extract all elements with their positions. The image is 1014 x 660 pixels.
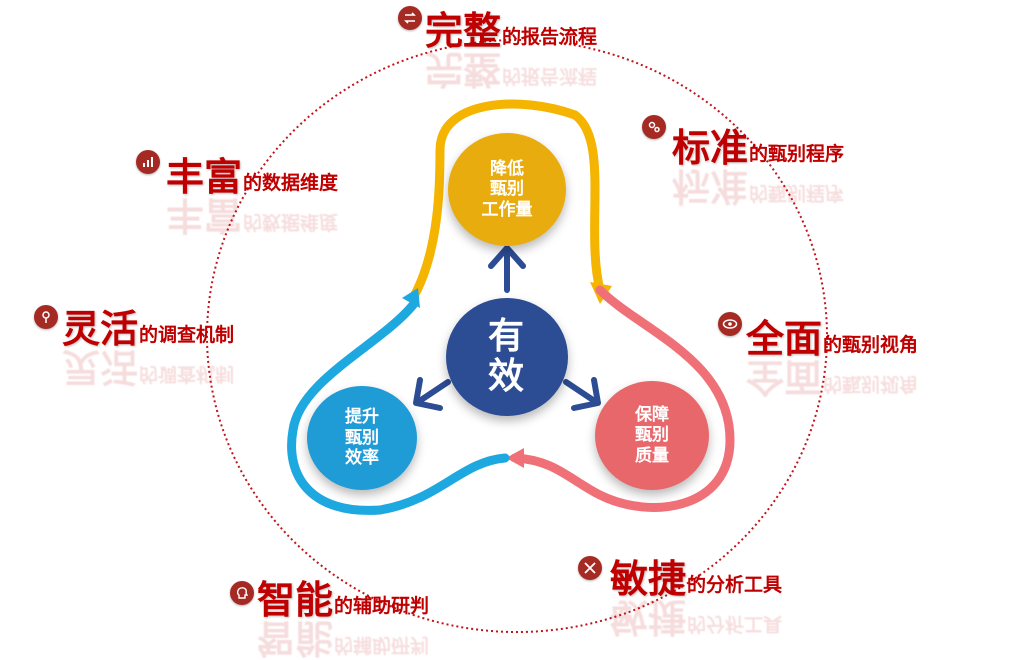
feature-big-text: 丰富 xyxy=(166,155,243,199)
blue-flow-arrow xyxy=(287,300,510,515)
yellow-flow-arrow xyxy=(408,99,605,303)
red-arrowhead xyxy=(506,448,524,468)
feature-standard: 标准 的甄别程序 xyxy=(672,129,844,167)
feature-big-text: 标准 xyxy=(672,126,749,170)
node-text: 甄别 xyxy=(490,179,524,200)
node-text: 降低 xyxy=(490,158,524,179)
exchange-icon xyxy=(398,6,422,30)
feature-flexible: 灵活 的调查机制 xyxy=(62,310,234,348)
magnifier-icon xyxy=(34,305,58,329)
outer-dotted-ring xyxy=(206,39,828,633)
node-text: 质量 xyxy=(635,445,669,466)
feature-small-text: 的调查机制 xyxy=(139,324,235,346)
center-line-2: 效 xyxy=(487,356,526,397)
node-reduce-workload: 降低 甄别 工作量 xyxy=(448,133,566,246)
feature-small-text: 的分析工具 xyxy=(687,574,783,596)
red-flow-arrow xyxy=(510,285,735,512)
feature-big-text: 灵活 xyxy=(62,307,139,351)
feature-small-text: 的辅助研判 xyxy=(334,595,430,617)
center-line-1: 有 xyxy=(487,316,526,358)
feature-intelligent: 智能 的辅助研判 xyxy=(257,581,429,619)
feature-small-text: 的甄别程序 xyxy=(749,143,845,165)
node-improve-efficiency: 提升 甄别 效率 xyxy=(307,386,417,490)
node-text: 工作量 xyxy=(481,199,533,220)
eye-icon xyxy=(718,312,742,336)
node-ensure-quality: 保障 甄别 质量 xyxy=(595,381,709,490)
node-text: 提升 xyxy=(345,407,379,428)
feature-agile: 敏捷 的分析工具 xyxy=(610,560,782,598)
bar-chart-icon xyxy=(136,150,160,174)
node-text: 甄别 xyxy=(345,427,379,448)
feature-small-text: 的数据维度 xyxy=(243,172,339,194)
center-right-arrow xyxy=(563,377,601,411)
node-text: 保障 xyxy=(635,404,669,425)
feature-big-text: 全面 xyxy=(746,317,823,361)
feature-comprehensive: 全面 的甄别视角 xyxy=(746,320,918,358)
node-text: 效率 xyxy=(345,448,379,469)
tools-icon xyxy=(578,556,602,580)
brain-head-icon xyxy=(230,581,254,605)
feature-big-text: 智能 xyxy=(257,578,334,622)
feature-small-text: 的甄别视角 xyxy=(823,334,919,356)
center-left-arrow xyxy=(413,377,451,411)
feature-big-text: 敏捷 xyxy=(610,557,687,601)
node-text: 甄别 xyxy=(635,425,669,446)
feature-big-text: 完整 xyxy=(425,9,502,53)
blue-arrowhead xyxy=(402,288,420,308)
feature-complete: 完整 的报告流程 xyxy=(425,12,597,50)
center-circle: 有 效 xyxy=(446,298,568,416)
feature-small-text: 的报告流程 xyxy=(502,26,598,48)
gears-icon xyxy=(642,115,666,139)
center-up-arrow xyxy=(488,245,526,293)
feature-rich: 丰富 的数据维度 xyxy=(166,158,338,196)
